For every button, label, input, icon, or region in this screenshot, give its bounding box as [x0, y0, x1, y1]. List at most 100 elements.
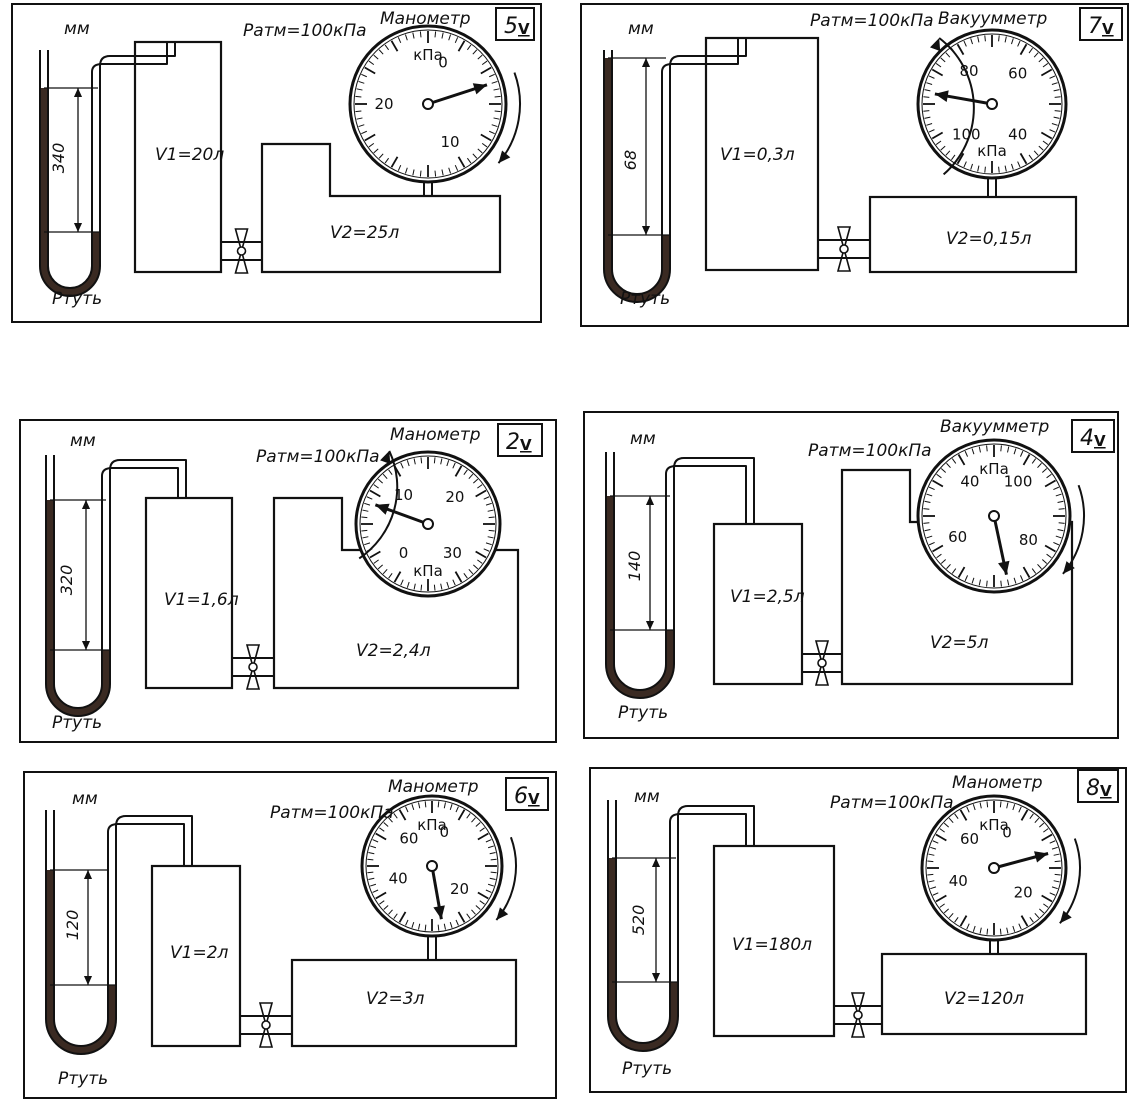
gauge-tick [923, 96, 930, 98]
gauge-tick [956, 152, 965, 165]
gauge-tick [452, 579, 456, 586]
vessel-2 [290, 958, 518, 1048]
gauge-tick [437, 801, 440, 808]
dimension-arrow-top [651, 858, 661, 867]
gauge-scale-label: 40 [389, 869, 408, 887]
gauge-tick [1038, 145, 1044, 151]
gauge-tick [1012, 804, 1016, 811]
gauge-tick [936, 473, 942, 479]
gauge-tick [393, 913, 398, 919]
gauge-tick [970, 163, 974, 170]
mercury-column [46, 870, 116, 1054]
gauge-tick [966, 923, 970, 930]
gauge-needle-tip [375, 503, 390, 515]
gauge-scale-label: 60 [1008, 64, 1027, 82]
gauge-tick [477, 484, 483, 489]
gauge-tick [440, 583, 443, 590]
gauge-tick [370, 845, 377, 849]
gauge-tick [1058, 522, 1065, 524]
gauge-tick [1040, 131, 1053, 140]
gauge-scale-label: 100 [952, 126, 981, 144]
gauge-tick [935, 140, 942, 145]
vessel-1 [712, 522, 804, 686]
gauge-tick [1031, 568, 1037, 574]
gauge-tick [1054, 873, 1061, 876]
gauge-tick [1004, 165, 1007, 172]
gauge-tick [364, 502, 371, 506]
mercury-height-label: 120 [63, 910, 82, 941]
gauge-tick [485, 542, 492, 546]
connecting-pipe-outer [669, 38, 747, 67]
gauge-tick [972, 804, 976, 811]
gauge-tick [398, 809, 407, 821]
mercury-height-label: 320 [57, 565, 76, 596]
gauge-tick [939, 828, 945, 833]
gauge-tick [468, 568, 474, 575]
gauge-tick [379, 827, 385, 832]
gauge-inner-ring [921, 443, 1067, 589]
vessel-1-volume: V1=180л [732, 935, 812, 955]
gauge-tick [489, 851, 496, 855]
gauge-tick [1040, 68, 1053, 77]
gauge-tick [1012, 925, 1016, 932]
gauge-tick [366, 496, 373, 500]
gauge-scale-label: 20 [374, 95, 393, 113]
gauge-tick [1055, 493, 1062, 497]
vessel-2-volume: V2=3л [366, 989, 425, 1009]
gauge-tick [966, 806, 970, 813]
mercury-column [604, 58, 670, 302]
variant-badge [1079, 7, 1123, 41]
gauge-tick [455, 806, 459, 813]
variant-badge [497, 423, 543, 457]
gauge-tick [1043, 903, 1049, 908]
gauge-tick [963, 161, 967, 168]
valve-icon [850, 992, 866, 1019]
gauge-tick [362, 509, 369, 512]
gauge-tick [1055, 535, 1062, 539]
gauge-tick [362, 536, 369, 539]
gauge-scale-label: 40 [960, 473, 979, 491]
gauge-tick [932, 544, 944, 553]
gauge-tick [379, 900, 385, 905]
gauge-tick [999, 928, 1002, 935]
vessel-1 [704, 36, 820, 272]
gauge-tick [1013, 577, 1017, 584]
gauge-tick [355, 95, 362, 98]
gauge-tick [441, 32, 444, 39]
gauge-tick [1054, 110, 1061, 112]
gauge-tick [472, 153, 478, 159]
valve-icon [814, 659, 830, 686]
gauge-tick [1046, 553, 1052, 559]
gauge-tick [368, 60, 375, 66]
dimension-arrow-bottom [645, 621, 655, 630]
gauge-tick [1053, 880, 1060, 883]
gauge-tick [411, 804, 415, 811]
gauge-scale-label: 100 [1004, 473, 1033, 491]
gauge-tick [1038, 822, 1045, 828]
height-unit-label: мм [628, 19, 654, 39]
gauge-tick [443, 923, 447, 930]
gauge-tick [487, 536, 494, 539]
gauge-tick [483, 496, 490, 500]
vessel-2 [260, 142, 502, 274]
gauge-tick [454, 465, 463, 477]
gauge-tick [1042, 140, 1049, 145]
gauge-tick [364, 66, 376, 75]
variant-roman-numeral: V [1102, 20, 1114, 38]
gauge-tick [959, 915, 968, 927]
vessel-1 [133, 40, 223, 274]
gauge-tick [412, 32, 415, 39]
gauge-tick [1033, 150, 1039, 156]
rotation-arrow-head [496, 907, 509, 920]
gauge-tick [923, 110, 930, 112]
gauge-tick [924, 116, 931, 119]
gauge-tick [375, 832, 387, 841]
gauge-type-label: Вакуумметр [940, 417, 1049, 437]
gauge-tick [970, 38, 974, 45]
gauge-type-label: Манометр [380, 9, 471, 29]
gauge-scale-label: 20 [1014, 883, 1033, 901]
gauge-tick [954, 917, 959, 923]
gauge-tick [441, 169, 444, 176]
gauge-tick [979, 927, 982, 934]
mercury-height-label: 340 [49, 143, 68, 174]
